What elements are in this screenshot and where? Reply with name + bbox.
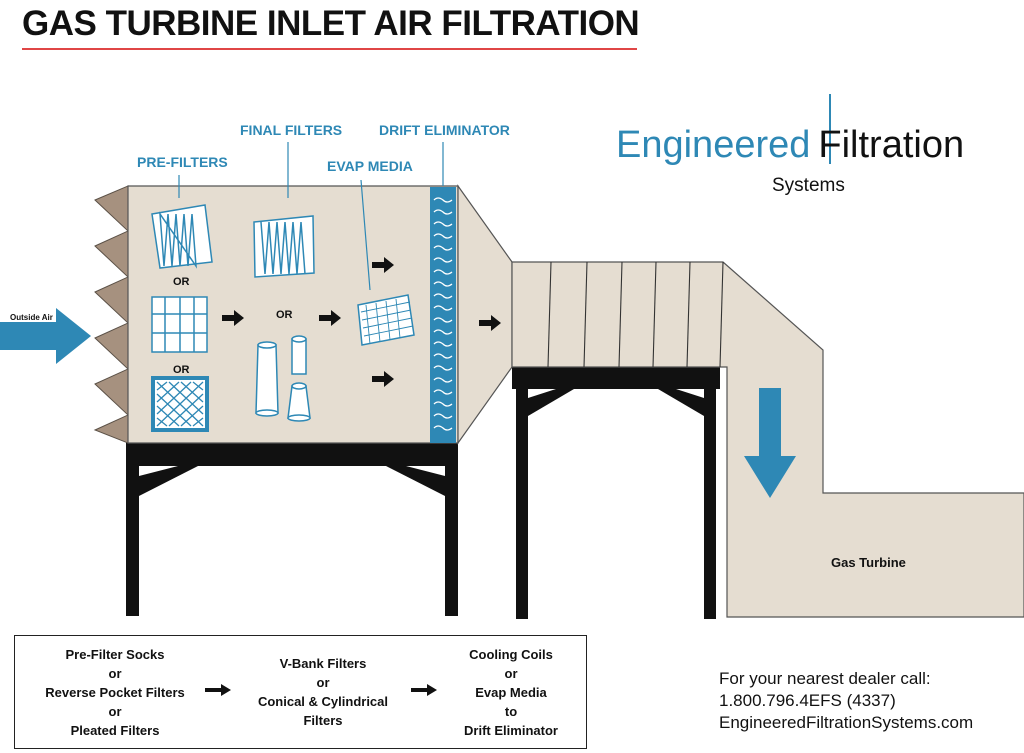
label-pointer-lines (178, 142, 444, 291)
logo-word-filtration: Filtration (818, 124, 965, 166)
contact-info: For your nearest dealer call: 1.800.796.… (719, 668, 973, 734)
or-label: OR (173, 276, 190, 288)
process-legend: Pre-Filter Socks or Reverse Pocket Filte… (14, 635, 587, 749)
legend-text: Cooling Coils (469, 646, 553, 662)
evap-media-icon (357, 294, 415, 346)
legend-arrow (411, 684, 437, 696)
title-underline (22, 48, 637, 50)
legend-text: V-Bank Filters (279, 656, 367, 671)
inlet-louvers (93, 185, 129, 444)
legend-text: or (108, 665, 122, 681)
legend-text: Pleated Filters (70, 722, 160, 738)
legend-text: to (504, 703, 518, 719)
pleated-filter-icon (151, 376, 209, 432)
legend-arrow (205, 684, 231, 696)
legend-text: Pre-Filter Socks (65, 646, 165, 662)
legend-text: Filters (303, 713, 343, 728)
v-bank-filter-icon (253, 215, 315, 278)
logo-word-engineered: Engineered (616, 124, 811, 166)
transition-duct (457, 184, 513, 445)
page-title: GAS TURBINE INLET AIR FILTRATION (22, 4, 640, 43)
conical-cylindrical-filter-icon (255, 335, 311, 422)
legend-text: Reverse Pocket Filters (45, 684, 185, 700)
legend-text: or (108, 703, 122, 719)
logo-divider (829, 94, 831, 164)
legend-text: or (316, 675, 330, 690)
or-label: OR (276, 309, 293, 321)
legend-text: Drift Eliminator (464, 722, 558, 738)
label-drift-eliminator: DRIFT ELIMINATOR (379, 122, 510, 138)
drift-eliminator-panel (430, 187, 456, 443)
or-label: OR (173, 364, 190, 376)
legend-text: or (504, 665, 518, 681)
down-flow-arrow (744, 388, 796, 498)
legend-col-pre-filters: Pre-Filter Socks or Reverse Pocket Filte… (25, 636, 205, 748)
legend-col-cooling: Cooling Coils or Evap Media to Drift Eli… (445, 636, 577, 748)
contact-phone[interactable]: 1.800.796.4EFS (4337) (719, 691, 896, 710)
label-gas-turbine: Gas Turbine (831, 555, 906, 570)
legend-text: Conical & Cylindrical (257, 694, 389, 709)
logo-subtitle: Systems (772, 175, 845, 196)
contact-website[interactable]: EngineeredFiltrationSystems.com (719, 713, 974, 732)
duct-panel-lines (547, 261, 724, 368)
label-evap-media: EVAP MEDIA (327, 158, 413, 174)
reverse-pocket-filter-icon (151, 296, 208, 353)
outside-air-arrow (0, 308, 91, 364)
right-support-stand (512, 367, 720, 619)
label-pre-filters: PRE-FILTERS (137, 154, 228, 170)
label-final-filters: FINAL FILTERS (240, 122, 342, 138)
left-support-stand (126, 442, 458, 616)
flow-arrows (222, 257, 501, 387)
pocket-filter-icon (151, 204, 213, 269)
label-outside-air: Outside Air (10, 313, 53, 322)
contact-prompt: For your nearest dealer call: (719, 669, 931, 688)
legend-text: Evap Media (475, 684, 547, 700)
legend-col-final-filters: V-Bank Filters or Conical & Cylindrical … (237, 636, 409, 748)
